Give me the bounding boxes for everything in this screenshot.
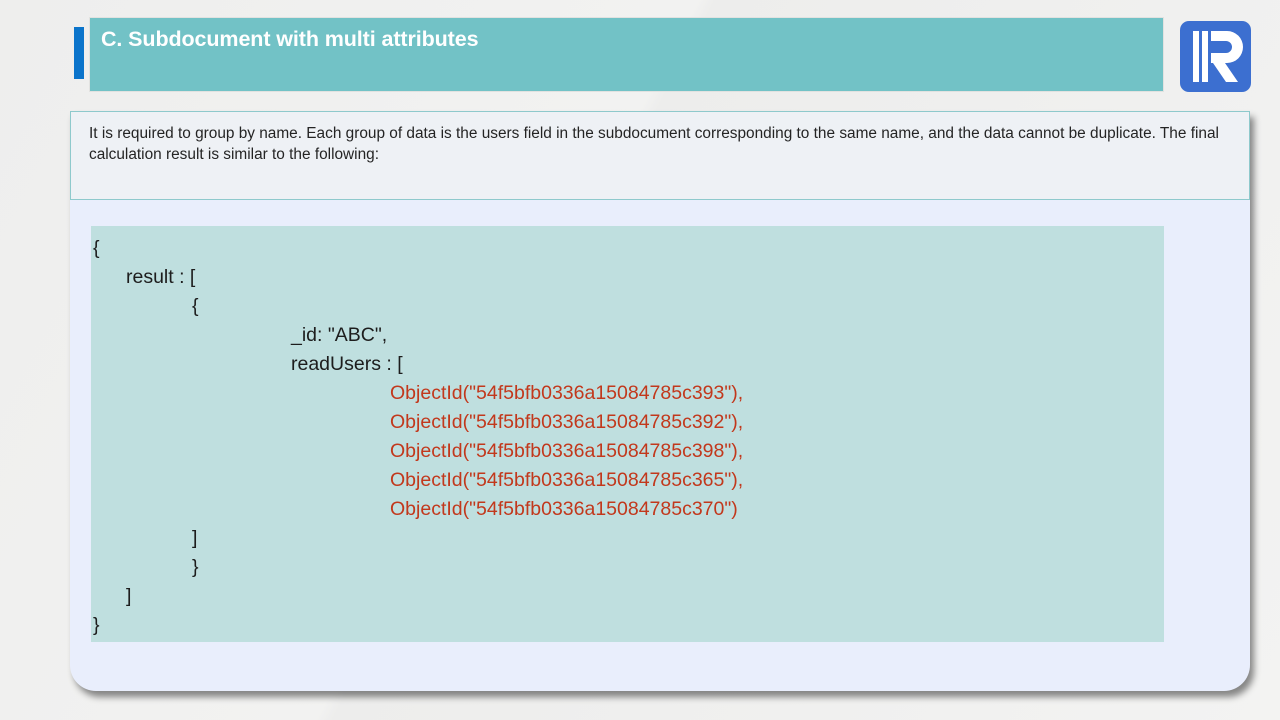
code-line: ] — [192, 527, 198, 549]
code-line: ObjectId("54f5bfb0336a15084785c392"), — [390, 411, 744, 433]
code-line: ObjectId("54f5bfb0336a15084785c398"), — [390, 440, 744, 462]
code-line: ObjectId("54f5bfb0336a15084785c365"), — [390, 469, 744, 491]
code-line: _id: "ABC", — [291, 324, 388, 346]
r-letter-logo-icon — [1180, 21, 1251, 92]
page-title: C. Subdocument with multi attributes — [101, 27, 479, 51]
code-line: } — [93, 614, 100, 636]
code-line: { — [93, 237, 100, 259]
code-line: ] — [126, 585, 132, 607]
code-line: readUsers : [ — [291, 353, 403, 375]
code-line: } — [192, 556, 199, 578]
code-line: ObjectId("54f5bfb0336a15084785c393"), — [390, 382, 744, 404]
code-line: ObjectId("54f5bfb0336a15084785c370") — [390, 498, 738, 520]
content-card: It is required to group by name. Each gr… — [70, 111, 1250, 691]
title-band: C. Subdocument with multi attributes — [89, 17, 1164, 92]
slide-header: C. Subdocument with multi attributes — [0, 0, 1280, 110]
intro-panel: It is required to group by name. Each gr… — [70, 111, 1250, 200]
code-line: result : [ — [126, 266, 196, 288]
code-line: { — [192, 295, 199, 317]
code-block: { result : [ { _id: "ABC", readUsers : [ Obje… — [91, 226, 1164, 642]
header-accent-bar — [74, 27, 84, 79]
intro-paragraph: It is required to group by name. Each gr… — [89, 125, 1219, 163]
